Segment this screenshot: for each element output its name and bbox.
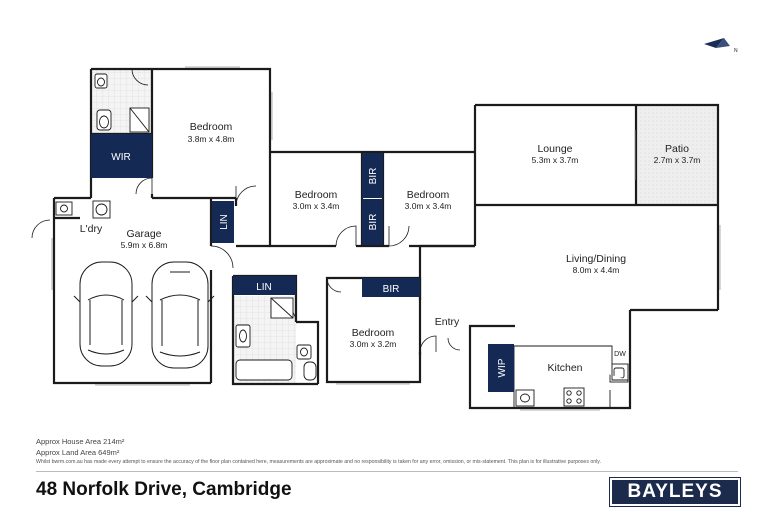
room-labels: Bedroom 3.8m x 4.8m Bedroom 3.0m x 3.4m …: [80, 121, 701, 374]
bir-cabinet-bottom: [362, 199, 383, 245]
lin-cabinet-hall: [233, 276, 296, 295]
house-area: Approx House Area 214m²: [36, 437, 125, 446]
room-dim-bedroom-3: 3.0m x 3.4m: [405, 201, 452, 211]
cabinets: WIR LIN LIN BIR BIR BIR WIP: [91, 134, 514, 392]
bir-cabinet-bed4: [362, 278, 420, 297]
room-dim-patio: 2.7m x 3.7m: [654, 155, 701, 165]
wir-label: WIR: [111, 152, 130, 163]
wip-label: WIP: [497, 358, 508, 377]
room-name-patio: Patio: [665, 143, 689, 155]
bir-cabinet-top: [362, 153, 383, 198]
room-name-kitchen: Kitchen: [547, 362, 582, 374]
fixtures: [55, 73, 629, 408]
room-name-garage: Garage: [126, 228, 161, 240]
lin-cabinet-garage: [212, 201, 234, 243]
svg-text:N: N: [734, 48, 738, 54]
wip-cabinet: [488, 344, 514, 392]
room-name-entry: Entry: [435, 316, 460, 328]
property-address: 48 Norfolk Drive, Cambridge: [36, 479, 292, 500]
car-icon: [73, 261, 139, 367]
room-dim-bedroom-main: 3.8m x 4.8m: [188, 134, 235, 144]
car-icon: [145, 261, 215, 369]
wir-cabinet: [91, 134, 152, 178]
room-dim-lounge: 5.3m x 3.7m: [532, 155, 579, 165]
brand-logo: BAYLEYS: [609, 477, 741, 507]
land-area: Approx Land Area 649m²: [36, 448, 120, 457]
bir-label-bed4: BIR: [383, 284, 400, 295]
divider: [36, 471, 738, 472]
door-swings: [31, 68, 461, 353]
room-name-bedroom-3: Bedroom: [407, 189, 450, 201]
patio-floor: [636, 105, 718, 205]
room-name-bedroom-4: Bedroom: [352, 327, 395, 339]
room-name-bedroom-main: Bedroom: [190, 121, 233, 133]
room-name-lounge: Lounge: [537, 143, 572, 155]
disclaimer: Whilst bwrm.com.au has made every attemp…: [36, 459, 601, 465]
room-dim-bedroom-2: 3.0m x 3.4m: [293, 201, 340, 211]
windows: [51, 66, 721, 411]
bir-label-bottom: BIR: [368, 214, 379, 231]
lin-label-garage: LIN: [219, 214, 230, 230]
room-dim-bedroom-4: 3.0m x 3.2m: [350, 339, 397, 349]
room-dim-living: 8.0m x 4.4m: [573, 265, 620, 275]
north-arrow-icon: N: [704, 38, 738, 54]
room-dim-garage: 5.9m x 6.8m: [121, 240, 168, 250]
room-name-living: Living/Dining: [566, 253, 626, 265]
room-name-laundry: L'dry: [80, 223, 103, 235]
room-name-bedroom-2: Bedroom: [295, 189, 338, 201]
bir-label-top: BIR: [368, 168, 379, 185]
lin-label-hall: LIN: [256, 282, 272, 293]
room-name-dw: DW: [614, 351, 626, 358]
